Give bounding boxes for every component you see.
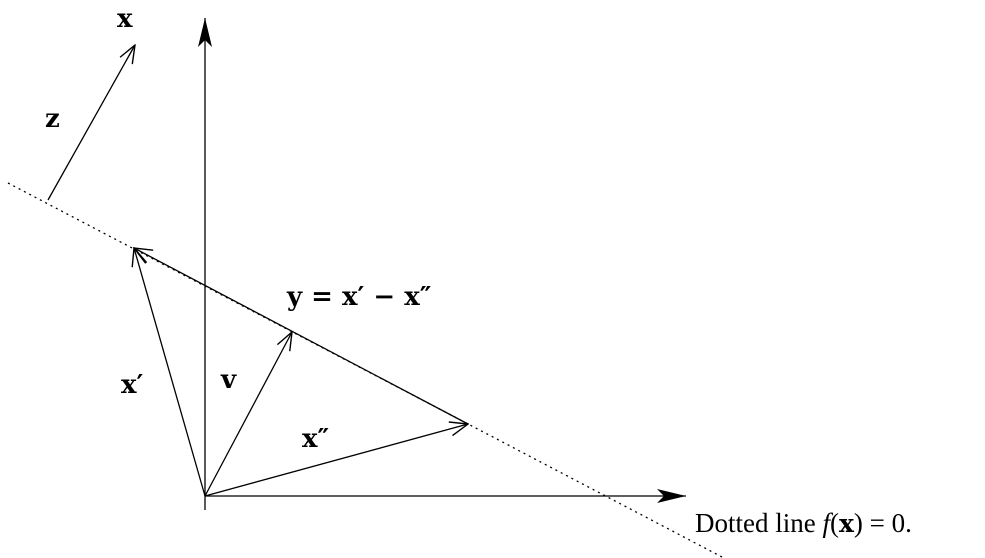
- caption-argument: x: [839, 509, 855, 538]
- vector-z: [47, 45, 135, 201]
- label-x: x: [117, 4, 133, 34]
- label-x-double-prime: x″: [302, 424, 329, 454]
- label-z: z: [45, 104, 60, 134]
- label-y-equation: y = x′ − x″: [286, 282, 431, 312]
- caption-prefix: Dotted line: [695, 508, 822, 538]
- label-x-prime: x′: [121, 370, 144, 400]
- label-v: v: [220, 365, 237, 395]
- vector-v: [204, 332, 292, 497]
- caption-open-paren: (: [830, 508, 839, 538]
- caption: Dotted line f(x) = 0.: [695, 508, 912, 538]
- vector-y: [134, 248, 469, 425]
- caption-close: ) = 0.: [854, 508, 912, 538]
- vector-x-prime: [134, 248, 206, 497]
- caption-function: f: [822, 508, 833, 538]
- vector-x-double-prime: [204, 424, 468, 497]
